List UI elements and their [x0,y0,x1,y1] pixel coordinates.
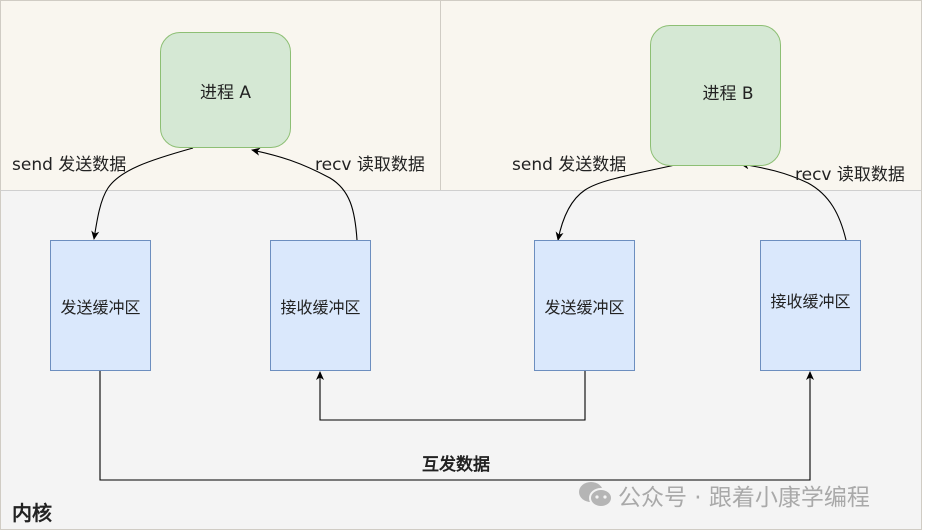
process-b-send-buffer: 发送缓冲区 [534,240,635,371]
wechat-icon [579,482,613,508]
edge-a-recv [251,147,358,241]
edge-b-send [555,164,676,241]
label-exchange: 互发数据 [422,455,490,475]
watermark-text: 公众号 · 跟着小康学编程 [618,485,870,511]
edge-b-send-to-a-recv [316,370,586,421]
buffer-label: 接收缓冲区 [770,291,851,311]
process-b-label: 进程 B [702,84,754,104]
kernel-label: 内核 [12,501,52,525]
edge-a-send [91,147,194,240]
process-a: 进程 A [160,32,291,148]
buffer-label: 发送缓冲区 [60,297,141,317]
buffer-label: 接收缓冲区 [280,297,361,317]
watermark: 公众号 · 跟着小康学编程 [578,478,870,512]
label-b-recv: recv 读取数据 [795,165,905,185]
buffer-label: 发送缓冲区 [544,297,625,317]
edge-b-recv [740,161,847,241]
process-a-label: 进程 A [199,82,252,103]
label-a-recv: recv 读取数据 [315,155,425,175]
label-a-send: send 发送数据 [12,155,127,175]
process-a-recv-buffer: 接收缓冲区 [270,240,371,371]
process-b-recv-buffer: 接收缓冲区 [760,240,861,371]
process-a-send-buffer: 发送缓冲区 [50,240,151,371]
process-b: 进程 B [650,25,781,166]
edge-a-send-to-b-recv [99,370,814,481]
label-b-send: send 发送数据 [512,155,627,175]
